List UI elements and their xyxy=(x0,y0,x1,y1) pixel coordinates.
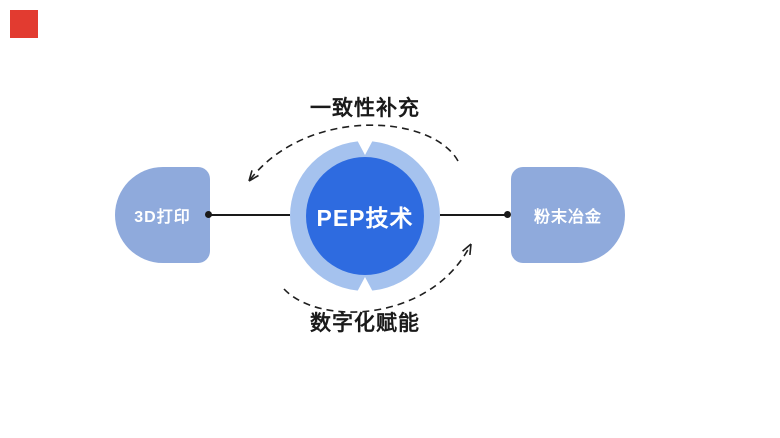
left-connector-dot xyxy=(205,211,212,218)
right-node-label: 粉末冶金 xyxy=(533,209,602,226)
left-connector-line xyxy=(210,214,290,216)
ring-notch-top xyxy=(357,140,373,155)
left-node: 3D打印 xyxy=(115,167,210,263)
left-node-label: 3D打印 xyxy=(134,209,191,226)
top-arrowhead-icon xyxy=(248,170,259,182)
right-connector-dot xyxy=(504,211,511,218)
center-node-label: PEP技术 xyxy=(316,205,414,231)
center-node: PEP技术 xyxy=(306,157,424,275)
bottom-label: 数字化赋能 xyxy=(310,312,420,335)
accent-square xyxy=(10,10,38,38)
top-label: 一致性补充 xyxy=(310,97,420,120)
ring-notch-bottom xyxy=(357,277,373,292)
right-node: 粉末冶金 xyxy=(511,167,625,263)
bottom-arrowhead-icon xyxy=(462,243,472,255)
right-connector-line xyxy=(440,214,508,216)
